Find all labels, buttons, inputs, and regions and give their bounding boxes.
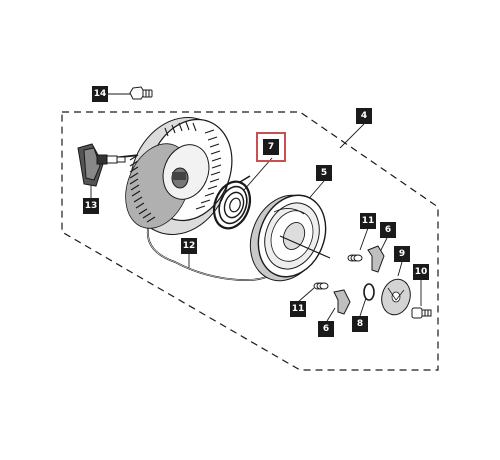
washer: [363, 283, 375, 301]
rope-pulley: [249, 194, 331, 282]
callout-9: 9: [394, 246, 410, 262]
ratchet-plate: [381, 278, 411, 316]
pawl-spring-upper: [347, 254, 363, 262]
starter-handle: [77, 143, 126, 187]
callout-5: 5: [316, 165, 332, 181]
center-bolt: [411, 307, 432, 319]
callout-4: 4: [356, 108, 372, 124]
callout-10: 10: [413, 264, 429, 280]
callout-8: 8: [352, 316, 368, 332]
callout-6-upper: 6: [380, 222, 396, 238]
callout-14: 14: [92, 86, 108, 102]
callout-13: 13: [83, 198, 99, 214]
callout-7-highlighted: 7: [256, 132, 286, 162]
callout-12: 12: [181, 238, 197, 254]
leader-lines: [90, 93, 422, 322]
starter-housing: [125, 117, 233, 235]
callout-11-upper: 11: [360, 213, 376, 229]
callout-6-lower: 6: [318, 321, 334, 337]
pawl-upper: [367, 245, 385, 273]
assembly-boundary-dashed: [61, 111, 439, 371]
pawl-spring-lower: [313, 282, 329, 290]
pawl-lower: [333, 289, 351, 315]
bolt-part: [129, 86, 153, 100]
callout-11-lower: 11: [290, 301, 306, 317]
recoil-spring: [212, 175, 252, 230]
